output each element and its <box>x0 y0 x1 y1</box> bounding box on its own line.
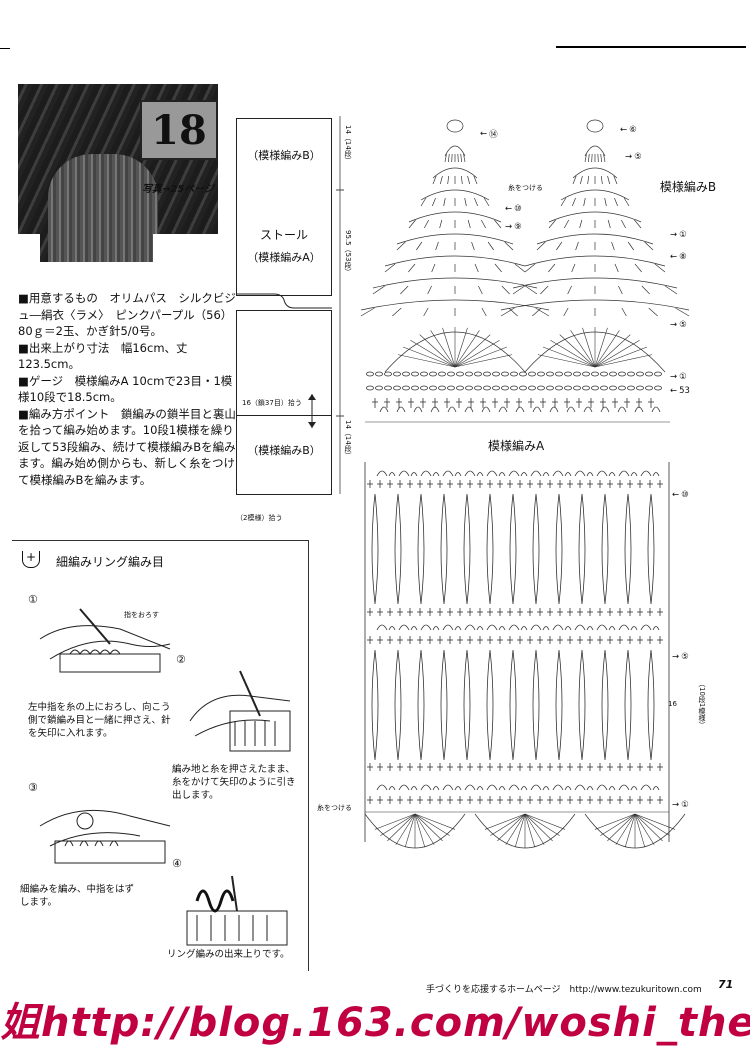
schematic-top-panel: （模様編みB） <box>236 118 332 192</box>
step-1-illustration <box>39 608 171 673</box>
row-marker: → ⑤ <box>672 652 689 662</box>
step-3-illustration <box>39 809 171 864</box>
stitch-symbol-icon: + <box>22 551 40 568</box>
row-marker: → ⑤ <box>670 320 687 330</box>
attach-yarn-label-bottom: 糸をつける <box>317 804 352 812</box>
schematic-repeat-label: （2模様）拾う <box>236 514 283 522</box>
step-4-text: リング編みの出来上りです。 <box>167 949 290 960</box>
step-1-text: 左中指を糸の上におろし、向こう側で鎖編み目と一緒に押さえ、針を矢印に入れます。 <box>28 702 171 739</box>
repeat-side-label: （10段1模様） <box>698 680 706 729</box>
page-number: 71 <box>718 978 734 991</box>
technique-line: ■編み方ポイント 鎖編みの鎖半目と裏山を拾って編み始めます。10段1模様を繰り返… <box>18 406 236 487</box>
row-marker: → ⑨ <box>505 222 522 232</box>
step-1-note: 指をおろす <box>124 611 159 619</box>
row-marker: ← ⑧ <box>670 252 687 262</box>
row-marker: ← ⑩ <box>672 490 689 500</box>
gauge-line: ■ゲージ 模様編みA 10cmで23目・1模様10段で18.5cm。 <box>18 373 233 405</box>
row-marker: → ⑤ <box>625 152 642 162</box>
row-marker: ← ⑩ <box>505 204 522 214</box>
schematic-mid-panel: ストール （模様編みA） <box>236 190 332 296</box>
row-marker: ← ⑭ <box>480 129 498 140</box>
schematic-bottom-label: （模様編みB） <box>247 444 321 457</box>
watermark: 姐http://blog.163.com/woshi_the <box>0 1000 750 1046</box>
step-2-text: 編み地と糸を押さえたまま、糸をかけて矢印のように引き出します。 <box>172 764 296 801</box>
schematic-width-label: 16（鎖37目）拾う <box>242 399 302 407</box>
attach-yarn-label-top: 糸をつける <box>508 184 543 192</box>
step-4-number: ④ <box>172 857 182 870</box>
side-dimension-line <box>336 116 344 494</box>
margin-tick <box>0 48 10 49</box>
pattern-number-badge: 18 <box>140 100 218 160</box>
step-4-illustration <box>186 875 288 946</box>
size-line: ■出来上がり寸法 幅16cm、丈123.5cm。 <box>18 340 188 372</box>
footer-site: 手づくりを応援するホームページ http://www.tezukuritown.… <box>426 985 702 995</box>
row-marker: ← ⑥ <box>620 125 637 135</box>
schematic-title: ストール <box>259 228 308 242</box>
row-marker: ← 53 <box>670 386 690 396</box>
pattern-a-label: 模様編みA <box>488 439 545 453</box>
row-marker: → ① <box>672 800 689 810</box>
side-label-top: 14（14段） <box>344 125 352 164</box>
step-2-illustration <box>189 670 291 752</box>
row-marker: → ① <box>670 230 687 240</box>
schematic-direction-arrow <box>308 394 316 428</box>
pattern-b-label: 模様編みB <box>659 180 717 194</box>
step-3-text: 細編みを編み、中指をはずします。 <box>20 884 135 908</box>
count-label: 16 <box>668 700 677 708</box>
step-3-number: ③ <box>28 781 38 794</box>
side-label-mid: 95.5（53段） <box>344 230 352 276</box>
side-label-bottom: 14（14段） <box>344 420 352 459</box>
crochet-chart <box>360 119 690 849</box>
instructions-title: 細編みリング編み目 <box>56 555 165 569</box>
ring-stitch-instructions: + 細編みリング編み目 ① 指をおろす 左中指を糸の上におろし、向こう側で鎖編み… <box>12 540 309 971</box>
materials-line: ■用意するもの オリムパス シルクビジュ―絹衣〈ラメ〉 ピンクパープル（56）8… <box>18 291 236 338</box>
row-marker: → ① <box>670 372 687 382</box>
materials-instructions: ■用意するもの オリムパス シルクビジュ―絹衣〈ラメ〉 ピンクパープル（56）8… <box>18 290 240 488</box>
schematic-break <box>236 293 332 309</box>
schematic-mid-label: （模様編みA） <box>247 251 321 264</box>
top-rule <box>556 46 746 48</box>
step-1-number: ① <box>28 593 38 606</box>
schematic-bottom-panel: （模様編みB） <box>236 415 332 495</box>
step-2-number: ② <box>176 653 186 666</box>
photo-reference: 写真→25ページ <box>142 184 215 195</box>
schematic-top-label: （模様編みB） <box>247 149 321 162</box>
schematic-lower-panel <box>236 310 332 416</box>
